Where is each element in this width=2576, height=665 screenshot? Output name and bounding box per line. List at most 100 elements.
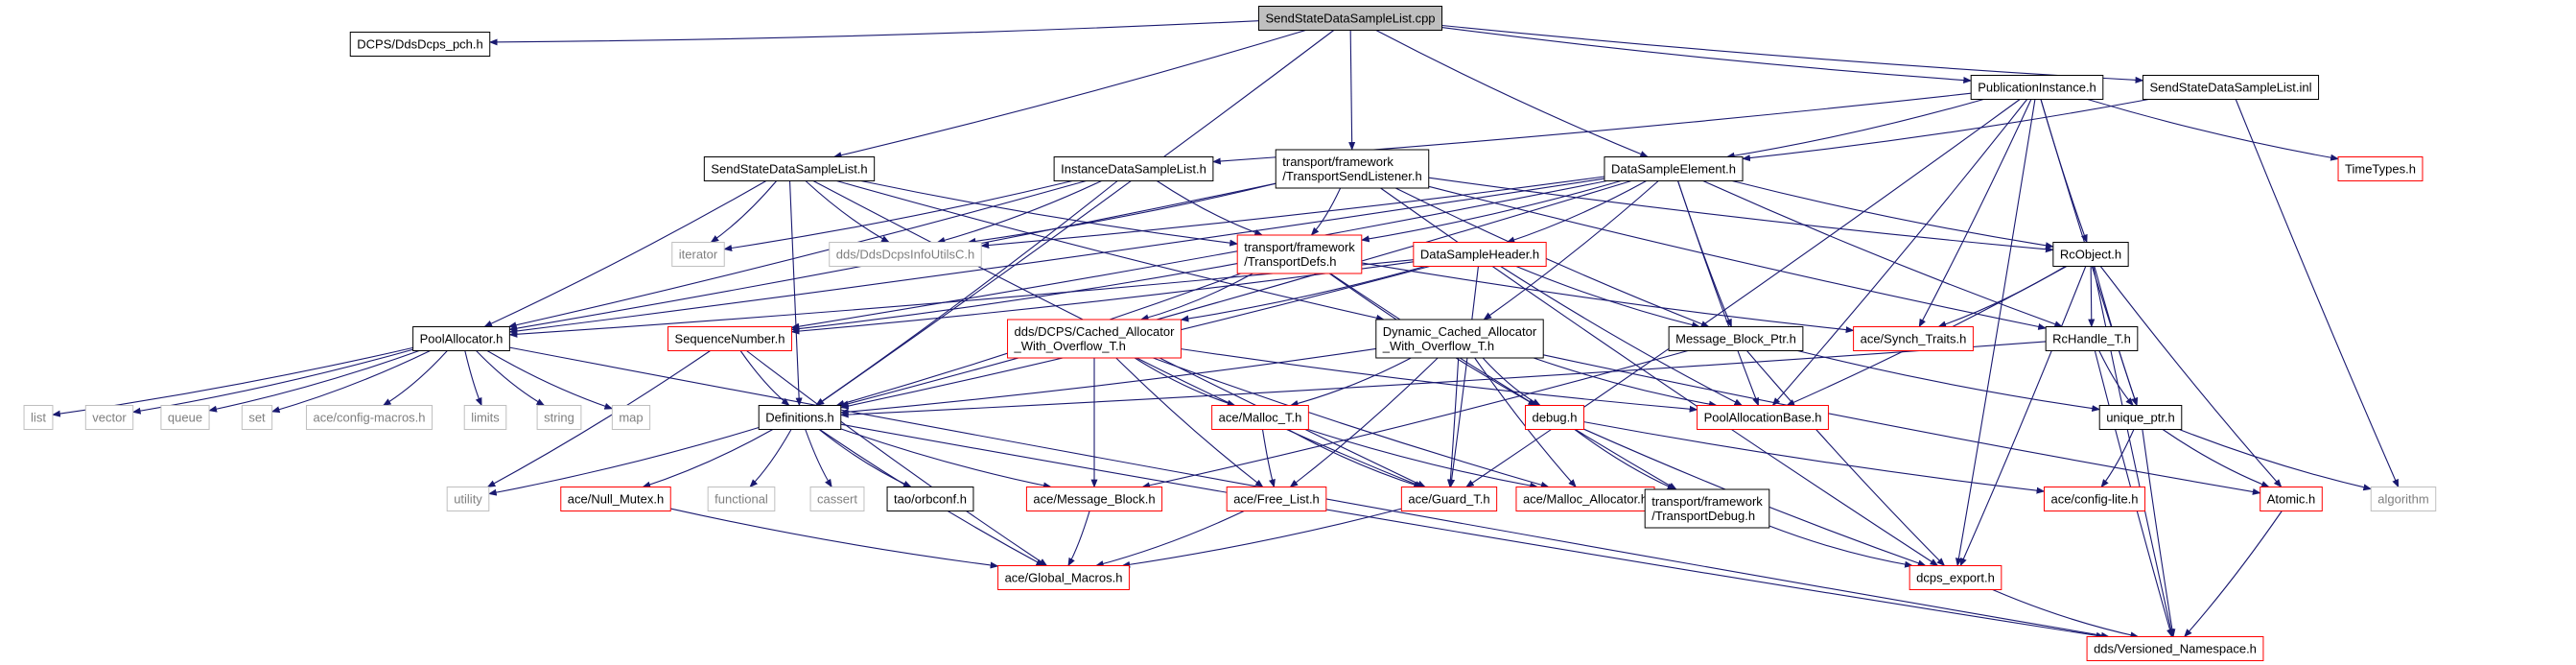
node-ace-config-lite-h[interactable]: ace/config-lite.h bbox=[2043, 487, 2146, 511]
node-transport-framework-transportdefs-h[interactable]: transport/framework/TransportDefs.h bbox=[1236, 234, 1363, 274]
edge-n17-to-n32 bbox=[1533, 357, 1718, 408]
node-box bbox=[1275, 149, 1430, 189]
node-label: ace/Global_Macros.h bbox=[1005, 571, 1123, 585]
node-box bbox=[1236, 234, 1363, 274]
edge-n33-to-n44 bbox=[2100, 429, 2135, 488]
edge-n17-to-n45 bbox=[1543, 354, 2261, 495]
node-dynamic-cached-allocator-with-overflow-t-h[interactable]: Dynamic_Cached_Allocator_With_Overflow_T… bbox=[1375, 319, 1544, 359]
node-box bbox=[997, 565, 1130, 590]
edge-n33-to-n46 bbox=[2179, 428, 2373, 491]
node-dcps-export-h[interactable]: dcps_export.h bbox=[1909, 565, 2002, 590]
edge-n5-to-n13 bbox=[2040, 99, 2088, 244]
node-ace-malloc-allocator-h[interactable]: ace/Malloc_Allocator.h bbox=[1515, 487, 1655, 511]
node-ace-synch-traits-h[interactable]: ace/Synch_Traits.h bbox=[1853, 326, 1974, 351]
node-poolallocationbase-h[interactable]: PoolAllocationBase.h bbox=[1697, 405, 1829, 430]
node-label: DataSampleElement.h bbox=[1611, 162, 1736, 177]
node-ace-message-block-h[interactable]: ace/Message_Block.h bbox=[1025, 487, 1163, 511]
node-timetypes-h[interactable]: TimeTypes.h bbox=[2337, 156, 2424, 181]
edge-n29-to-n36 bbox=[749, 429, 792, 488]
node-box bbox=[2337, 156, 2424, 181]
edge-n6-to-n4 bbox=[1742, 98, 2149, 162]
node-transport-framework-transportdebug-h[interactable]: transport/framework/TransportDebug.h bbox=[1644, 488, 1770, 529]
node-label: vector bbox=[92, 411, 127, 425]
edge-n14-to-n27 bbox=[476, 350, 546, 406]
node-ace-malloc-t-h[interactable]: ace/Malloc_T.h bbox=[1211, 405, 1309, 430]
node-label: dcps_export.h bbox=[1916, 571, 1995, 585]
node-poolallocator-h[interactable]: PoolAllocator.h bbox=[412, 326, 510, 351]
node-tao-orbconf-h[interactable]: tao/orbconf.h bbox=[886, 487, 974, 511]
node-message-block-ptr-h[interactable]: Message_Block_Ptr.h bbox=[1668, 326, 1804, 351]
node-instancedatasamplelist-h[interactable]: InstanceDataSampleList.h bbox=[1053, 156, 1214, 181]
node-box bbox=[1644, 488, 1770, 529]
node-sendstatedatasamplelist-inl[interactable]: SendStateDataSampleList.inl bbox=[2142, 75, 2320, 100]
edge-n30-to-n40 bbox=[1261, 429, 1276, 488]
node-box bbox=[2142, 75, 2320, 100]
edge-n29-to-n37 bbox=[805, 429, 832, 488]
node-unique-ptr-h[interactable]: unique_ptr.h bbox=[2098, 405, 2183, 430]
node-label: PublicationInstance.h bbox=[1978, 81, 2096, 95]
node-atomic-h[interactable]: Atomic.h bbox=[2260, 487, 2323, 511]
node-publicationinstance-h[interactable]: PublicationInstance.h bbox=[1970, 75, 2104, 100]
node-box bbox=[611, 405, 651, 430]
node-rchandle-t-h[interactable]: RcHandle_T.h bbox=[2045, 326, 2139, 351]
node-dds-versioned-namespace-h[interactable]: dds/Versioned_Namespace.h bbox=[2086, 636, 2264, 661]
edge-n14-to-n23 bbox=[208, 349, 420, 413]
node-label: string bbox=[544, 411, 574, 425]
node-label: unique_ptr.h bbox=[2106, 411, 2175, 425]
node-ace-config-macros-h: ace/config-macros.h bbox=[305, 405, 433, 430]
node-ace-null-mutex-h[interactable]: ace/Null_Mutex.h bbox=[560, 487, 671, 511]
node-label: iterator bbox=[679, 248, 718, 262]
node-sendstatedatasamplelist-cpp[interactable]: SendStateDataSampleList.cpp bbox=[1257, 6, 1443, 31]
node-box bbox=[1525, 405, 1584, 430]
node-label: SendStateDataSampleList.h bbox=[711, 162, 867, 177]
edge-n4-to-n32 bbox=[1676, 180, 1760, 407]
edge-n6-to-n46 bbox=[2235, 99, 2400, 488]
node-box bbox=[703, 156, 876, 181]
node-definitions-h[interactable]: Definitions.h bbox=[758, 405, 842, 430]
node-ace-free-list-h[interactable]: ace/Free_List.h bbox=[1226, 487, 1327, 511]
edge-n5-to-n8 bbox=[2087, 98, 2339, 161]
edge-n18-to-n48 bbox=[1746, 350, 1946, 567]
edge-n33-to-n45 bbox=[2162, 429, 2270, 488]
node-box bbox=[1970, 75, 2104, 100]
node-dds-dcps-cached-allocator-with-overflow-t-h[interactable]: dds/DCPS/Cached_Allocator_With_Overflow_… bbox=[1007, 319, 1182, 359]
edge-n12-to-n16 bbox=[1180, 265, 1426, 322]
node-label: dds/DdsDcpsInfoUtilsC.h bbox=[836, 248, 975, 262]
node-label: ace/Guard_T.h bbox=[1408, 492, 1489, 507]
node-label: SendStateDataSampleList.cpp bbox=[1265, 12, 1435, 26]
node-functional: functional bbox=[707, 487, 776, 511]
node-label: DataSampleHeader.h bbox=[1420, 248, 1539, 262]
node-box bbox=[2098, 405, 2183, 430]
edge-n0-to-n6 bbox=[1441, 24, 2144, 83]
node-datasampleheader-h[interactable]: DataSampleHeader.h bbox=[1413, 242, 1547, 267]
node-limits: limits bbox=[463, 405, 507, 430]
edge-n15-to-n47 bbox=[746, 350, 1048, 566]
node-box bbox=[1515, 487, 1655, 511]
edge-n20-to-n33 bbox=[2098, 350, 2134, 407]
edge-n14-to-n24 bbox=[270, 350, 431, 414]
node-datasampleelement-h[interactable]: DataSampleElement.h bbox=[1604, 156, 1744, 181]
node-box bbox=[2260, 487, 2323, 511]
node-algorithm: algorithm bbox=[2370, 487, 2437, 511]
node-label: map bbox=[619, 411, 643, 425]
edge-n35-to-n47 bbox=[670, 508, 999, 569]
node-debug-h[interactable]: debug.h bbox=[1525, 405, 1584, 430]
node-ace-guard-t-h[interactable]: ace/Guard_T.h bbox=[1400, 487, 1498, 511]
node-transport-framework-transportsendlistener-h[interactable]: transport/framework/TransportSendListene… bbox=[1275, 149, 1430, 189]
node-ace-global-macros-h[interactable]: ace/Global_Macros.h bbox=[997, 565, 1130, 590]
edge-n0-to-n5 bbox=[1441, 27, 1973, 84]
edge-n14-to-n26 bbox=[464, 350, 482, 407]
node-sequencenumber-h[interactable]: SequenceNumber.h bbox=[667, 326, 792, 351]
node-rcobject-h[interactable]: RcObject.h bbox=[2052, 242, 2129, 267]
node-dcps-ddsdcps-pch-h[interactable]: DCPS/DdsDcps_pch.h bbox=[349, 32, 491, 57]
node-box bbox=[1257, 6, 1443, 31]
edge-n2-to-n17 bbox=[836, 179, 1385, 321]
edge-n4-to-n12 bbox=[1506, 180, 1647, 244]
edge-n0-to-n4 bbox=[1375, 30, 1649, 158]
edge-n17-to-n41 bbox=[1446, 357, 1460, 488]
edge-n14-to-n28 bbox=[486, 350, 614, 410]
node-sendstatedatasamplelist-h[interactable]: SendStateDataSampleList.h bbox=[703, 156, 876, 181]
edge-n4-to-n17 bbox=[1483, 180, 1659, 321]
node-label: dds/Versioned_Namespace.h bbox=[2094, 642, 2257, 656]
node-label: Dynamic_Cached_Allocator_With_Overflow_T… bbox=[1382, 324, 1537, 353]
